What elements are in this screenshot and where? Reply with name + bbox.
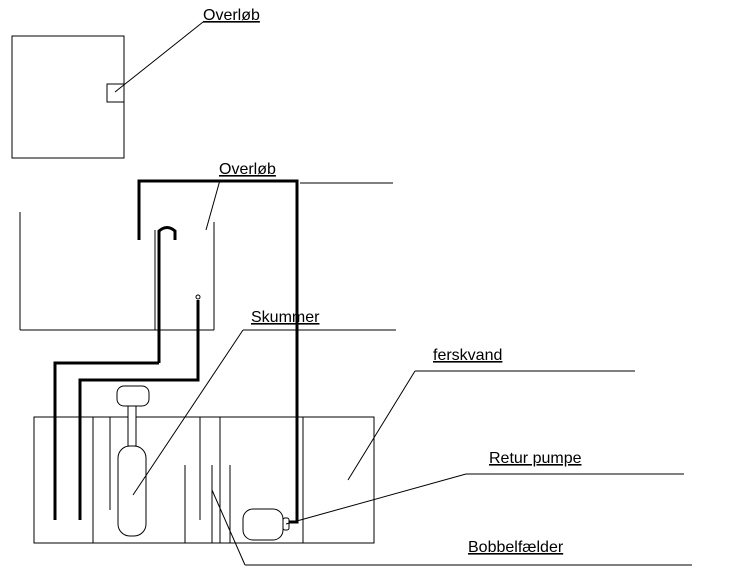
- return-pump-label: Retur pumpe: [489, 450, 582, 467]
- freshwater-leader: [347, 370, 416, 481]
- skimmer-leader: [132, 329, 244, 496]
- overflow-top-leader: [114, 21, 204, 93]
- overflow-tank-label: Overløb: [219, 161, 276, 178]
- overflow-top-label: Overløb: [203, 7, 260, 24]
- bubble-trap-leader: [211, 489, 246, 566]
- drain-pipe-right: [78, 300, 200, 520]
- overflow-u-tube: [157, 226, 177, 363]
- skimmer-body: [117, 445, 147, 537]
- overflow-box-top: [106, 83, 125, 103]
- return-pump: [242, 508, 290, 541]
- overflow-tank-leader: [205, 179, 221, 231]
- skimmer-cup: [116, 385, 150, 407]
- skimmer-label: Skummer: [251, 309, 320, 326]
- return-pipe: [137, 179, 299, 524]
- sump-tank: [33, 416, 375, 544]
- drain-pipe-inlet: [195, 294, 201, 300]
- display-tank-side: Overløb: [19, 161, 393, 331]
- return-pump-leader: [285, 473, 467, 525]
- tank-top-view: Overløb: [11, 7, 260, 159]
- freshwater-label: ferskvand: [433, 347, 502, 364]
- drain-pipe-left: [53, 361, 159, 520]
- protein-skimmer: [116, 385, 150, 537]
- bubble-trap-label: Bobbelfælder: [468, 539, 564, 556]
- skimmer-neck: [127, 405, 137, 447]
